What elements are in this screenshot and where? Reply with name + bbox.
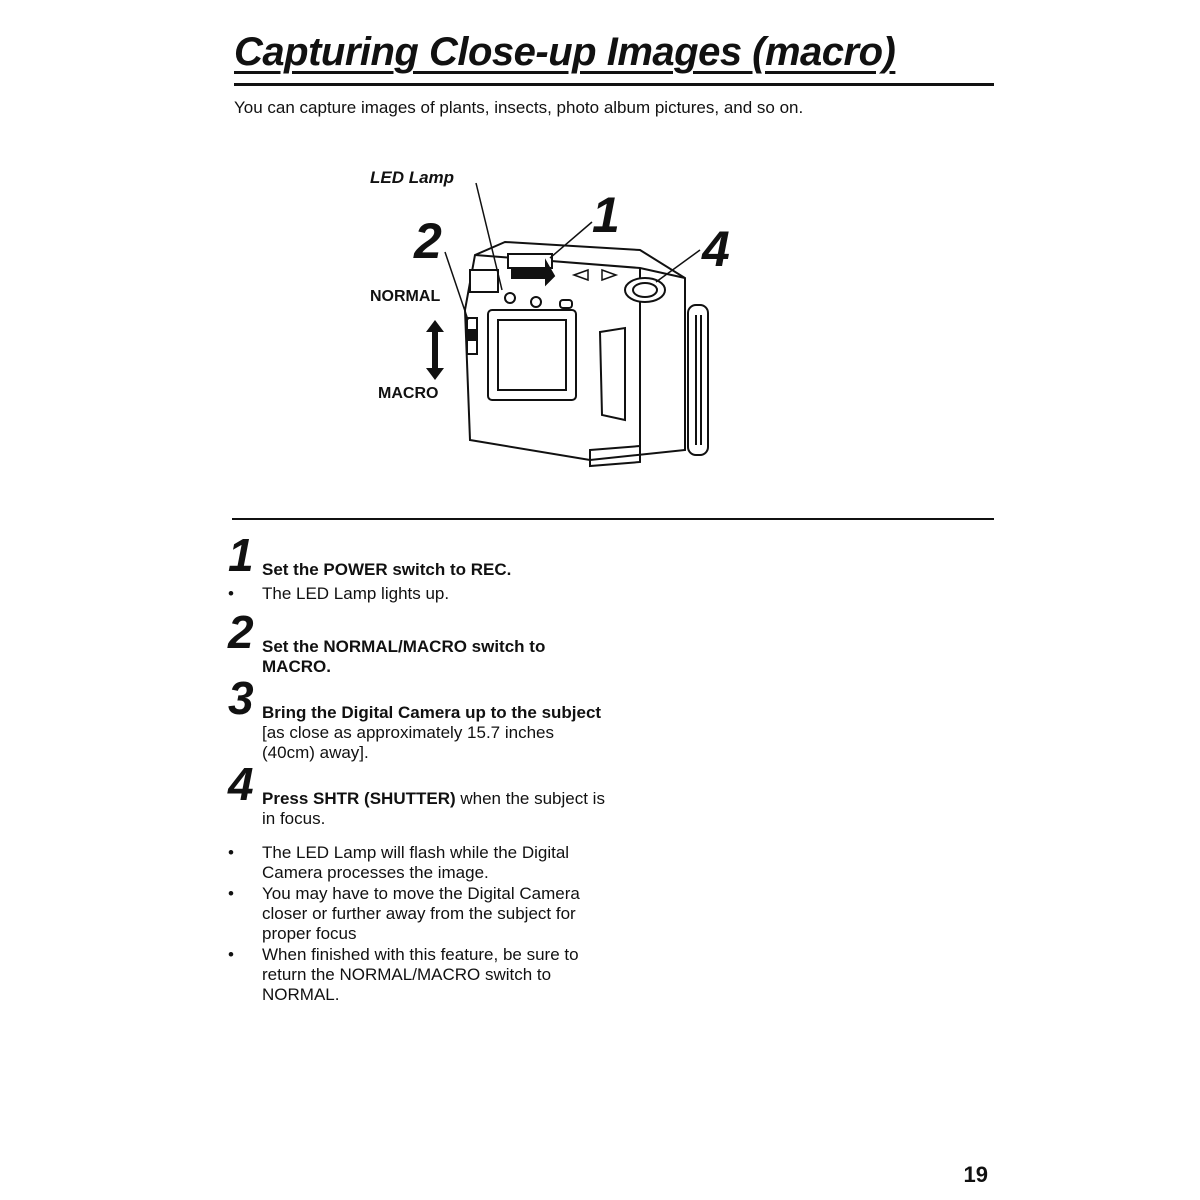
step-detail: when the subject is in focus. — [262, 789, 605, 828]
callout-1: 1 — [592, 187, 620, 243]
step-instruction: Press SHTR (SHUTTER) — [262, 789, 456, 808]
callout-4: 4 — [702, 221, 730, 277]
intro-text: You can capture images of plants, insect… — [234, 98, 804, 117]
step-detail: [as close as approximately 15.7 inches (… — [262, 723, 554, 762]
step-number: 2 — [228, 606, 254, 658]
step-number: 3 — [228, 672, 254, 724]
page-title: Capturing Close-up Images (macro) — [234, 30, 896, 74]
step-instruction: Set the NORMAL/MACRO switch to MACRO. — [262, 637, 546, 676]
page-number: 19 — [963, 1162, 988, 1187]
led-lamp-label: LED Lamp — [370, 168, 455, 187]
step-instruction: Bring the Digital Camera up to the subje… — [262, 703, 602, 722]
normal-label: NORMAL — [370, 288, 441, 305]
camera-figure: LED Lamp NORMAL MACRO 1 2 4 — [340, 150, 760, 490]
steps-list: 1 Set the POWER switch to REC. The LED L… — [228, 532, 608, 1006]
callout-2: 2 — [414, 213, 442, 269]
step-number: 4 — [228, 758, 254, 810]
step-4: 4 Press SHTR (SHUTTER) when the subject … — [228, 761, 608, 829]
bullet-item: The LED Lamp will flash while the Digita… — [228, 843, 608, 883]
step-2: 2 Set the NORMAL/MACRO switch to MACRO. — [228, 609, 608, 677]
step-3: 3 Bring the Digital Camera up to the sub… — [228, 675, 608, 763]
step-number: 1 — [228, 529, 254, 581]
step-instruction: Set the POWER switch to REC. — [262, 560, 512, 579]
title-rule — [234, 83, 994, 86]
step-1: 1 Set the POWER switch to REC. — [228, 532, 608, 580]
bullet-item: When finished with this feature, be sure… — [228, 945, 608, 1005]
camera-illustration — [426, 182, 709, 468]
section-divider — [232, 518, 994, 520]
bullet-item: You may have to move the Digital Camera … — [228, 884, 608, 944]
bullet-item: The LED Lamp lights up. — [228, 584, 608, 604]
macro-label: MACRO — [378, 385, 439, 402]
